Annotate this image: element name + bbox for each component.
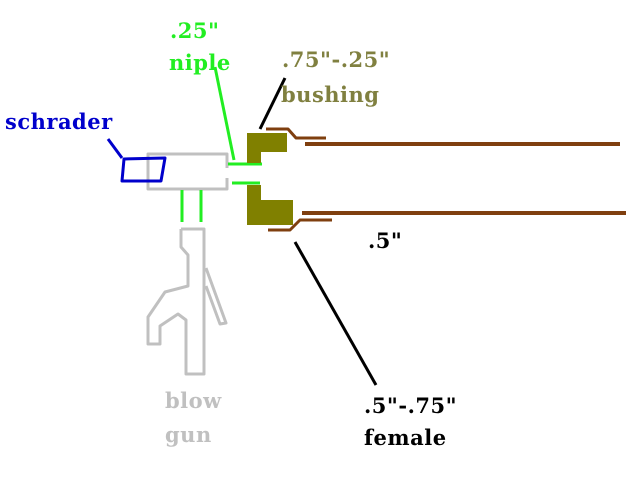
female-name-label: female (364, 425, 447, 450)
schrader-label: schrader (5, 109, 113, 134)
pipe-drawing (266, 127, 626, 232)
female-size-label: .5"-.75" (364, 393, 458, 418)
nipple-drawing (180, 66, 262, 222)
leader-lines (258, 77, 378, 386)
nipple-size-label: .25" (170, 18, 220, 43)
blowgun-label-line1: blow (165, 388, 222, 413)
schrader-valve-drawing (106, 138, 167, 183)
nipple-name-label: niple (169, 50, 231, 75)
bushing-drawing (247, 133, 293, 225)
bushing-name-label: bushing (281, 82, 380, 107)
pipe-size-label: .5" (368, 228, 403, 253)
blowgun-label-line2: gun (165, 422, 212, 447)
bushing-size-label: .75"-.25" (282, 47, 391, 72)
blow-gun-drawing (146, 152, 229, 376)
